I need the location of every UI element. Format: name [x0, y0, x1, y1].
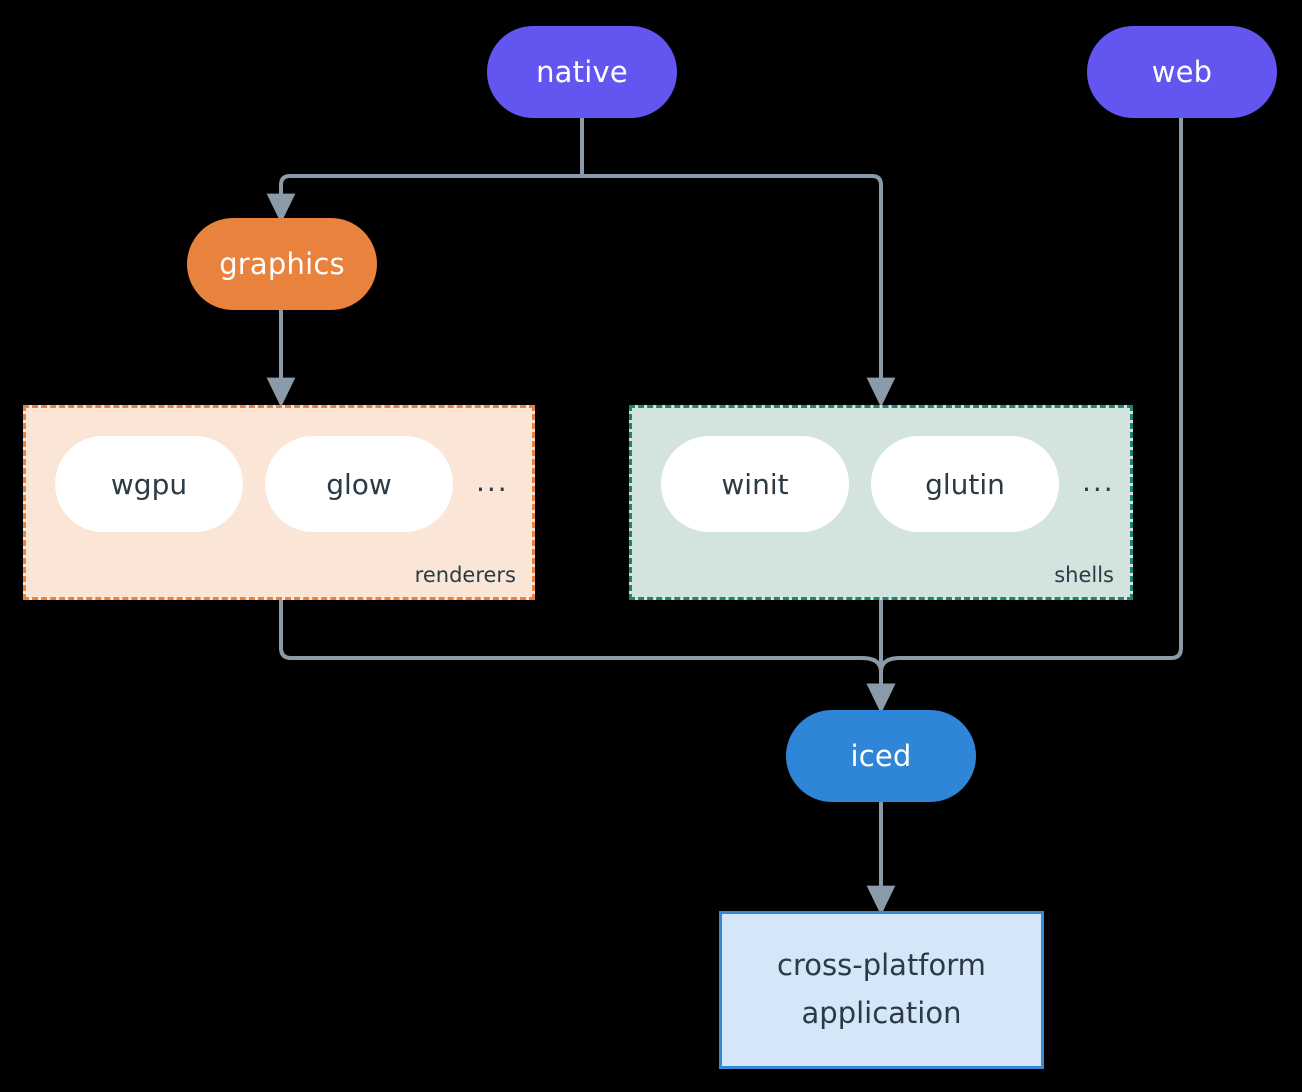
edge-renderers-to-iced — [279, 598, 896, 714]
node-cross-platform-application[interactable]: cross-platform application — [719, 911, 1044, 1069]
node-winit[interactable]: winit — [661, 436, 849, 532]
node-winit-label: winit — [721, 467, 789, 501]
node-iced[interactable]: iced — [786, 710, 976, 802]
group-renderers: wgpu glow ... renderers — [23, 405, 535, 600]
edge-native-to-shells — [580, 174, 896, 408]
renderers-more-ellipsis: ... — [476, 465, 509, 498]
node-native-label: native — [536, 55, 628, 89]
node-glutin[interactable]: glutin — [871, 436, 1059, 532]
edge-native-to-graphics — [266, 174, 584, 224]
node-web-label: web — [1151, 55, 1213, 89]
node-graphics-label: graphics — [219, 247, 345, 281]
node-iced-label: iced — [850, 739, 912, 773]
group-shells-label: shells — [1054, 563, 1114, 587]
node-wgpu[interactable]: wgpu — [55, 436, 243, 532]
node-wgpu-label: wgpu — [110, 467, 188, 501]
group-shells: winit glutin ... shells — [629, 405, 1133, 600]
node-web[interactable]: web — [1087, 26, 1277, 118]
node-glow-label: glow — [326, 467, 392, 501]
application-label-line2: application — [801, 996, 962, 1030]
shells-more-ellipsis: ... — [1082, 465, 1115, 498]
group-renderers-label: renderers — [414, 563, 516, 587]
application-label-line1: cross-platform — [777, 948, 986, 983]
node-glutin-label: glutin — [925, 467, 1005, 501]
node-graphics[interactable]: graphics — [187, 218, 377, 310]
node-native[interactable]: native — [487, 26, 677, 118]
node-glow[interactable]: glow — [265, 436, 453, 532]
